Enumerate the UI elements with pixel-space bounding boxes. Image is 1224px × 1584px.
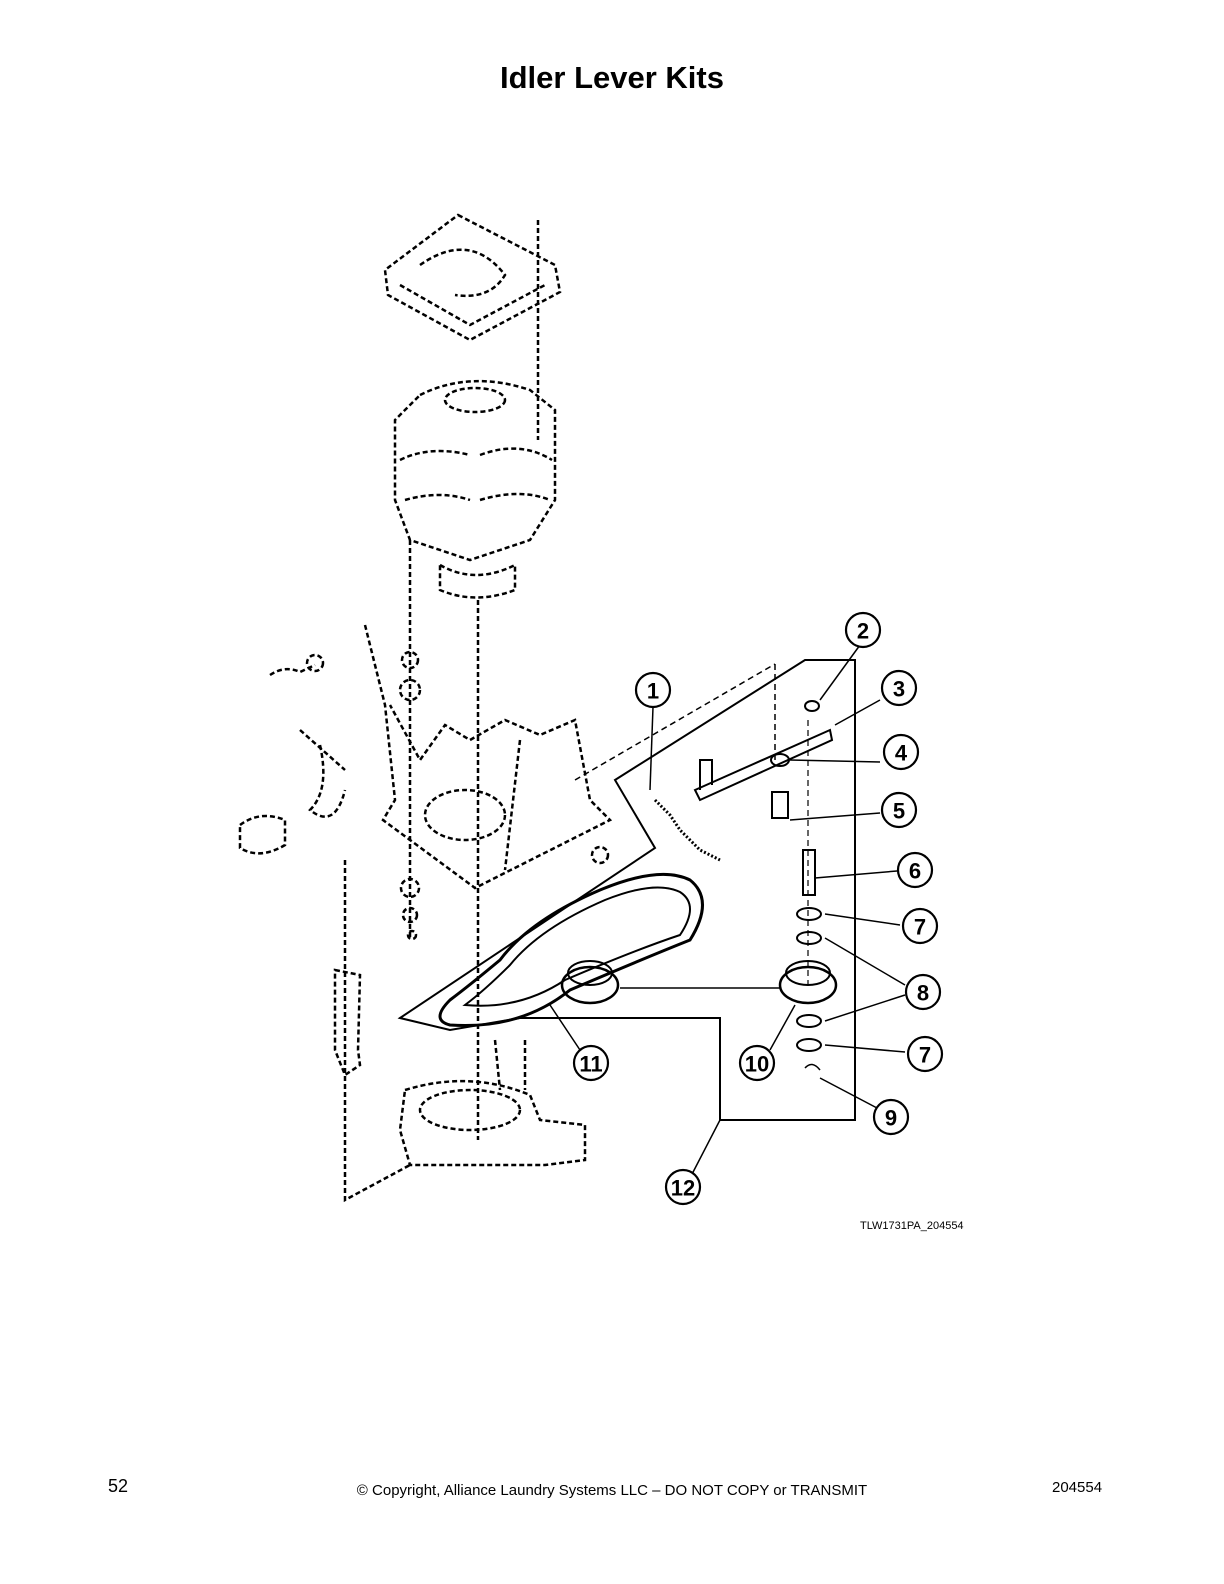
svg-text:1: 1	[647, 679, 659, 704]
svg-text:7: 7	[919, 1043, 931, 1068]
copyright-notice: © Copyright, Alliance Laundry Systems LL…	[356, 1482, 868, 1499]
svg-text:12: 12	[671, 1176, 695, 1201]
stud-6-part	[802, 849, 816, 896]
callout-6: 6	[896, 851, 934, 889]
svg-text:7: 7	[914, 915, 926, 940]
callout-10: 10	[738, 1044, 776, 1082]
callout-2: 2	[844, 611, 882, 649]
belt-part	[438, 872, 704, 1028]
kit-outline	[397, 659, 856, 1121]
nut-part	[804, 700, 820, 712]
pump-part	[333, 860, 587, 1203]
callouts: 1 2 3 4 5 6 7 8 7 9 10 11 12	[572, 611, 944, 1206]
callout-1: 1	[634, 671, 672, 709]
callout-7b: 7	[906, 1035, 944, 1073]
svg-text:9: 9	[885, 1106, 897, 1131]
callout-5: 5	[880, 791, 918, 829]
spring-part	[653, 798, 721, 862]
callout-11: 11	[572, 1044, 610, 1082]
motor-mount-bracket-part	[238, 624, 613, 941]
svg-text:10: 10	[745, 1052, 769, 1077]
callout-3: 3	[880, 669, 918, 707]
callout-4: 4	[882, 733, 920, 771]
pulley-11-part	[560, 965, 620, 1005]
idler-lever-part	[693, 728, 834, 802]
callout-8a: 8	[904, 973, 942, 1011]
callout-7a: 7	[901, 907, 939, 945]
page-number: 52	[108, 1476, 129, 1496]
svg-text:4: 4	[895, 741, 908, 766]
svg-text:2: 2	[857, 619, 869, 644]
washer-4-part	[770, 753, 790, 767]
bolt-5-part	[771, 791, 789, 819]
svg-text:5: 5	[893, 799, 905, 824]
document-number: 204554	[1052, 1479, 1103, 1496]
callout-9: 9	[872, 1098, 910, 1136]
svg-text:8: 8	[917, 981, 929, 1006]
idler-pulley-part	[778, 965, 838, 1005]
svg-text:3: 3	[893, 677, 905, 702]
motor-cover-part	[383, 213, 562, 440]
svg-text:11: 11	[579, 1052, 602, 1077]
page-title: Idler Lever Kits	[500, 60, 724, 95]
figure-reference: TLW1731PA_204554	[860, 1220, 964, 1232]
svg-text:6: 6	[909, 859, 921, 884]
callout-12: 12	[664, 1168, 702, 1206]
